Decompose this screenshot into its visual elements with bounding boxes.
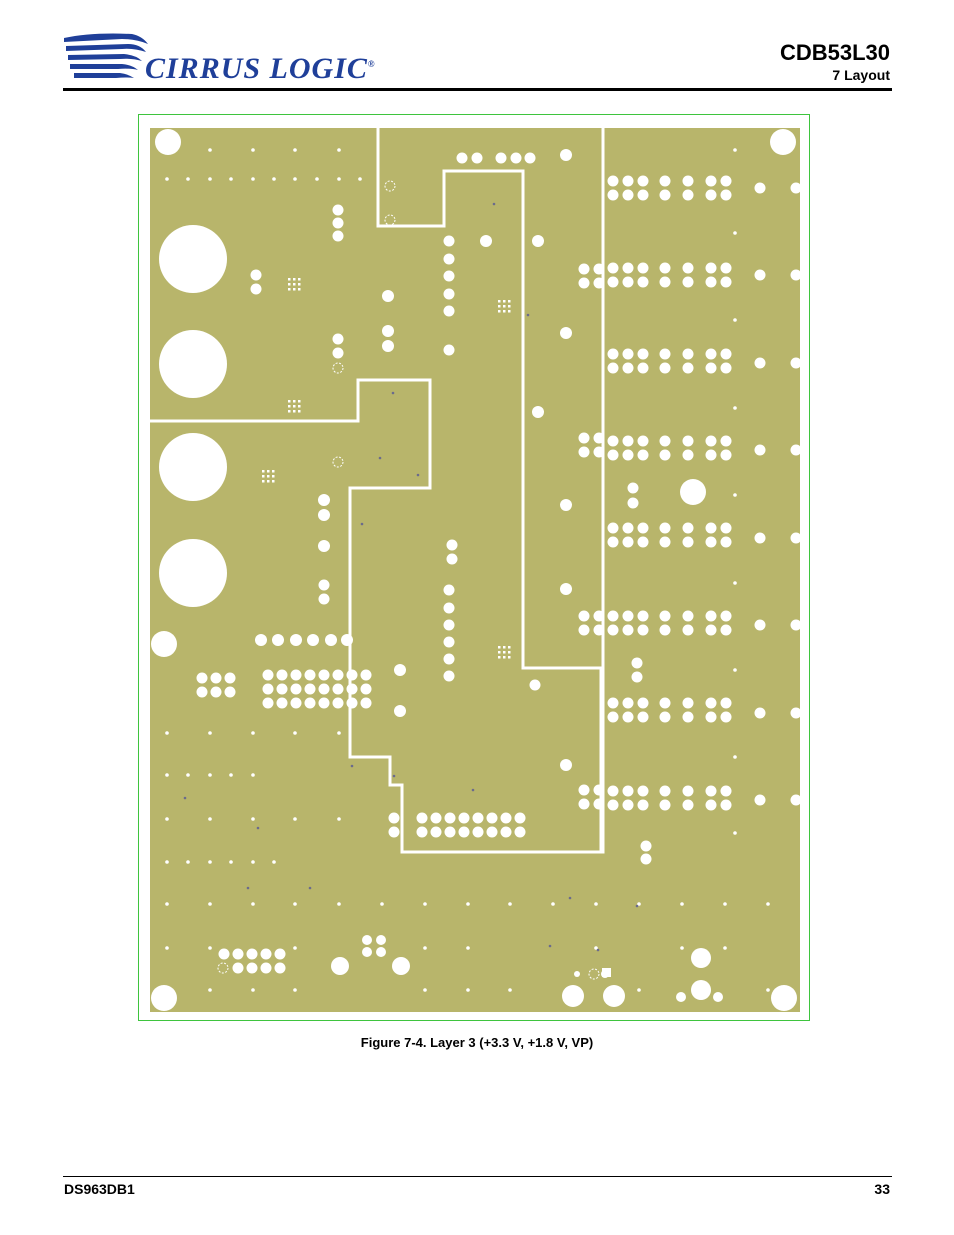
pcb-layer-image xyxy=(150,128,800,1012)
document-title: CDB53L30 xyxy=(779,40,890,65)
footer-rule xyxy=(63,1176,892,1177)
logo-wordmark: CIRRUS LOGIC® xyxy=(145,52,376,86)
header-rule xyxy=(63,88,892,91)
registered-mark: ® xyxy=(367,59,376,69)
figure-caption: Figure 7-4. Layer 3 (+3.3 V, +1.8 V, VP) xyxy=(360,1035,594,1050)
footer-page-number: 33 xyxy=(874,1181,890,1197)
figure-frame xyxy=(138,114,810,1021)
section-title: 7 Layout xyxy=(832,67,890,83)
logo-text: CIRRUS LOGIC xyxy=(145,52,368,85)
cirrus-logic-logo xyxy=(62,30,352,86)
logo-swoosh-icon xyxy=(64,33,148,78)
footer-document-id: DS963DB1 xyxy=(64,1181,135,1197)
